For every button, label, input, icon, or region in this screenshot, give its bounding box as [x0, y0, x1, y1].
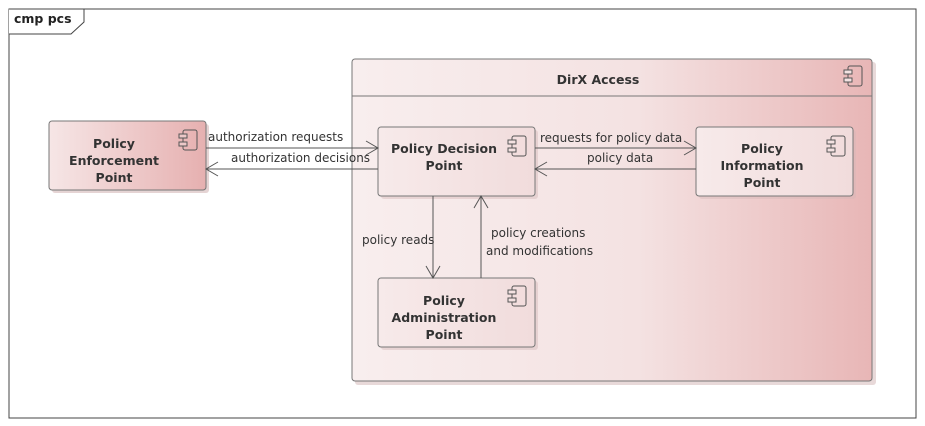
pep-title: Policy Enforcement Point — [50, 135, 178, 186]
arrowhead — [205, 161, 219, 177]
component-icon — [843, 65, 863, 87]
arrowhead — [473, 195, 489, 209]
policy-reads-label: policy reads — [362, 233, 435, 247]
pdp-title-line1: Policy Decision Point — [391, 141, 497, 173]
arrowhead — [365, 140, 379, 156]
pip-title-line1: Policy Information — [720, 141, 804, 173]
policy-creations-label-2: and modifications — [486, 244, 594, 258]
component-icon — [507, 135, 527, 157]
pap-box — [377, 277, 536, 348]
pap-title-line2: Administration Point — [391, 310, 497, 342]
requests-policy-data-label: requests for policy data — [540, 131, 683, 145]
component-icon — [507, 285, 527, 307]
auth-decisions-label: authorization decisions — [231, 151, 371, 165]
arrowhead — [534, 161, 548, 177]
policy-creations-label-1: policy creations — [491, 226, 586, 240]
component-icon — [178, 129, 198, 151]
pip-title-line2: Point — [743, 175, 781, 190]
container-title: DirX Access — [556, 72, 640, 87]
pap-title: Policy Administration Point — [379, 292, 509, 343]
pep-box — [48, 120, 207, 191]
frame-label: cmp pcs — [14, 11, 72, 26]
pdp-title: Policy Decision Point — [379, 140, 509, 174]
policy-data-label: policy data — [587, 151, 654, 165]
pep-title-line2: Point — [95, 170, 133, 185]
arrowhead — [683, 140, 697, 156]
pep-title-line1: Policy Enforcement — [69, 136, 159, 168]
pdp-box — [377, 126, 536, 197]
component-icon — [826, 135, 846, 157]
pip-title: Policy Information Point — [700, 140, 824, 191]
pip-box — [695, 126, 854, 197]
pap-title-line1: Policy — [423, 293, 465, 308]
arrowhead — [425, 265, 441, 279]
frame-tab — [9, 8, 85, 35]
auth-requests-label: authorization requests — [208, 130, 344, 144]
